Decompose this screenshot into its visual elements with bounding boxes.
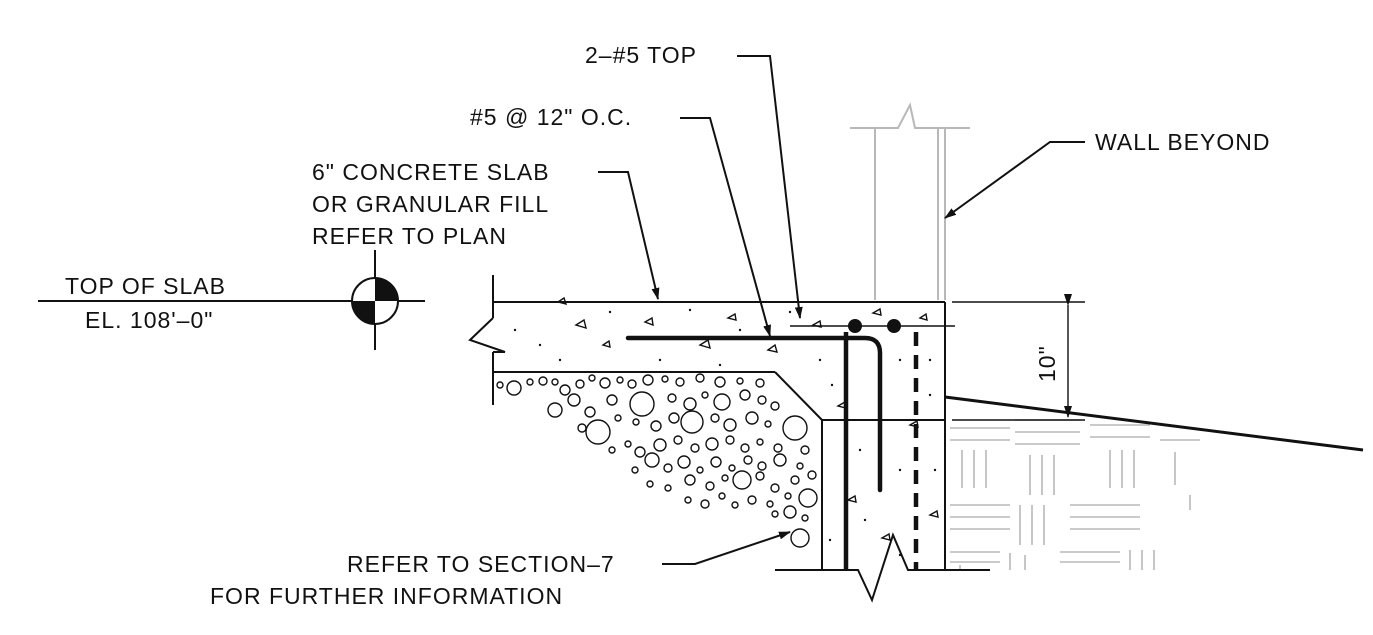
top-bar-2 — [887, 319, 901, 333]
elevation-label-line2: EL. 108'–0" — [85, 307, 213, 333]
wall-beyond-outline — [850, 102, 970, 300]
concrete-dots — [513, 308, 937, 557]
dimension-10in — [952, 294, 1085, 421]
label-wall-beyond: WALL BEYOND — [1095, 129, 1270, 155]
granular-fill — [496, 373, 818, 548]
label-refer-line1: REFER TO SECTION–7 — [347, 551, 615, 577]
slab-rebar — [625, 335, 883, 493]
footing-outline — [775, 302, 990, 603]
leader-top-bars — [737, 55, 803, 319]
leader-rebar-spacing — [680, 117, 771, 337]
leader-refer-section — [662, 531, 791, 565]
soil-hatch — [950, 419, 1200, 570]
leader-slab — [598, 171, 660, 300]
slab-outline — [468, 275, 945, 421]
label-slab-line3: REFER TO PLAN — [312, 223, 507, 249]
elevation-label-line1: TOP OF SLAB — [65, 273, 226, 299]
concrete-hatch — [556, 296, 939, 541]
top-bar-1 — [848, 319, 862, 333]
dimension-label: 10" — [1034, 345, 1060, 382]
leader-wall-beyond — [944, 141, 1085, 219]
label-slab-line1: 6" CONCRETE SLAB — [312, 159, 550, 185]
label-top-bars: 2–#5 TOP — [585, 42, 697, 68]
label-refer-line2: FOR FURTHER INFORMATION — [210, 583, 563, 609]
label-rebar-spacing: #5 @ 12" O.C. — [470, 104, 632, 130]
elevation-target-icon — [38, 250, 425, 350]
grade-line — [944, 395, 1364, 452]
label-slab-line2: OR GRANULAR FILL — [312, 191, 549, 217]
